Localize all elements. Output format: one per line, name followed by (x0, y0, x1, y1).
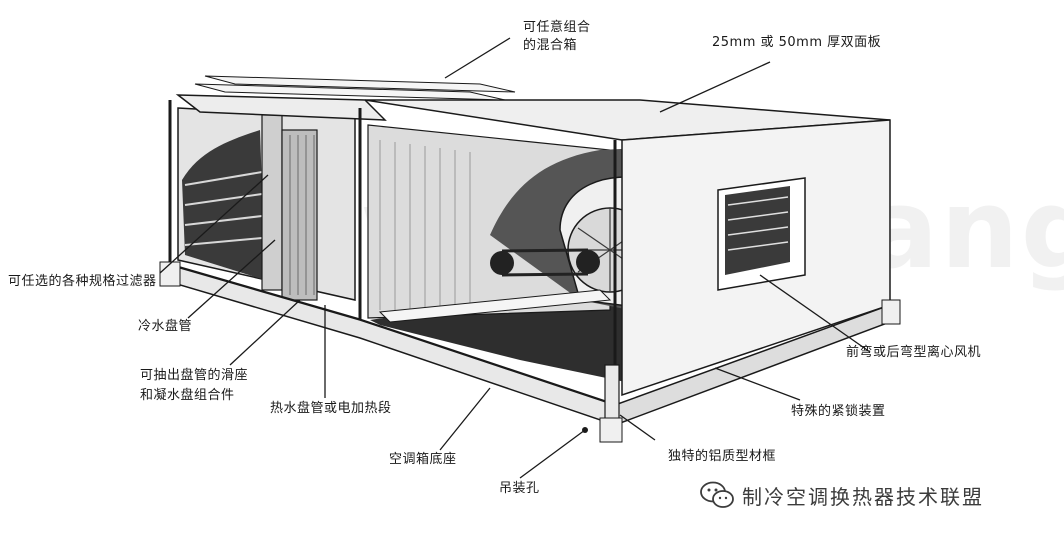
label-centrifugal-fan: 前弯或后弯型离心风机 (846, 345, 982, 360)
leader-locking (714, 367, 801, 401)
leader-filters (159, 174, 269, 274)
credit-watermark: 制冷空调换热器技术联盟 (700, 480, 984, 510)
motor-pulley (490, 251, 514, 275)
wechat-icon (700, 481, 734, 508)
leader-mixing-box (444, 37, 511, 79)
corner-bracket-left (159, 261, 181, 287)
label-aluminum-frame: 独特的铝质型材框 (668, 449, 777, 464)
leader-fan (759, 274, 871, 353)
top-panel-left (175, 94, 387, 121)
credit-text: 制冷空调换热器技术联盟 (742, 484, 984, 509)
leader-base (439, 387, 491, 451)
corner-bracket-right (881, 299, 901, 325)
label-heating-section: 热水盘管或电加热段 (270, 401, 392, 416)
coil-stack (281, 129, 318, 301)
label-locking-device: 特殊的紧锁装置 (791, 404, 886, 419)
leader-lifting-hole (519, 429, 586, 479)
label-slide-rail: 可抽出盘管的滑座 和凝水盘组合件 (140, 368, 249, 403)
label-filters: 可任选的各种规格过滤器 (8, 274, 157, 289)
leader-cold-coil (187, 239, 276, 319)
corner-bracket-front (599, 417, 623, 443)
mixing-damper-slats (194, 75, 516, 101)
coil-slide-rail (378, 289, 612, 323)
leader-lines (159, 37, 871, 479)
leader-slide-rail (229, 299, 301, 366)
drive-belt (501, 248, 589, 277)
filter-slats (184, 171, 263, 246)
label-lifting-hole: 吊装孔 (499, 481, 540, 496)
label-mixing-box: 可任意组合 的混合箱 (523, 20, 591, 53)
fan-pulley (576, 250, 600, 274)
label-double-panel: 25mm 或 50mm 厚双面板 (712, 35, 882, 50)
aluminum-post (604, 364, 620, 424)
leader-aluminum (619, 414, 656, 441)
label-cold-coil: 冷水盘管 (138, 319, 193, 334)
label-base: 空调箱底座 (389, 452, 457, 467)
outlet-blades (727, 196, 789, 251)
cold-coil-rack (261, 114, 283, 291)
corrugation (379, 140, 471, 314)
leader-double-panel (659, 61, 771, 113)
coil-fins (289, 135, 315, 295)
